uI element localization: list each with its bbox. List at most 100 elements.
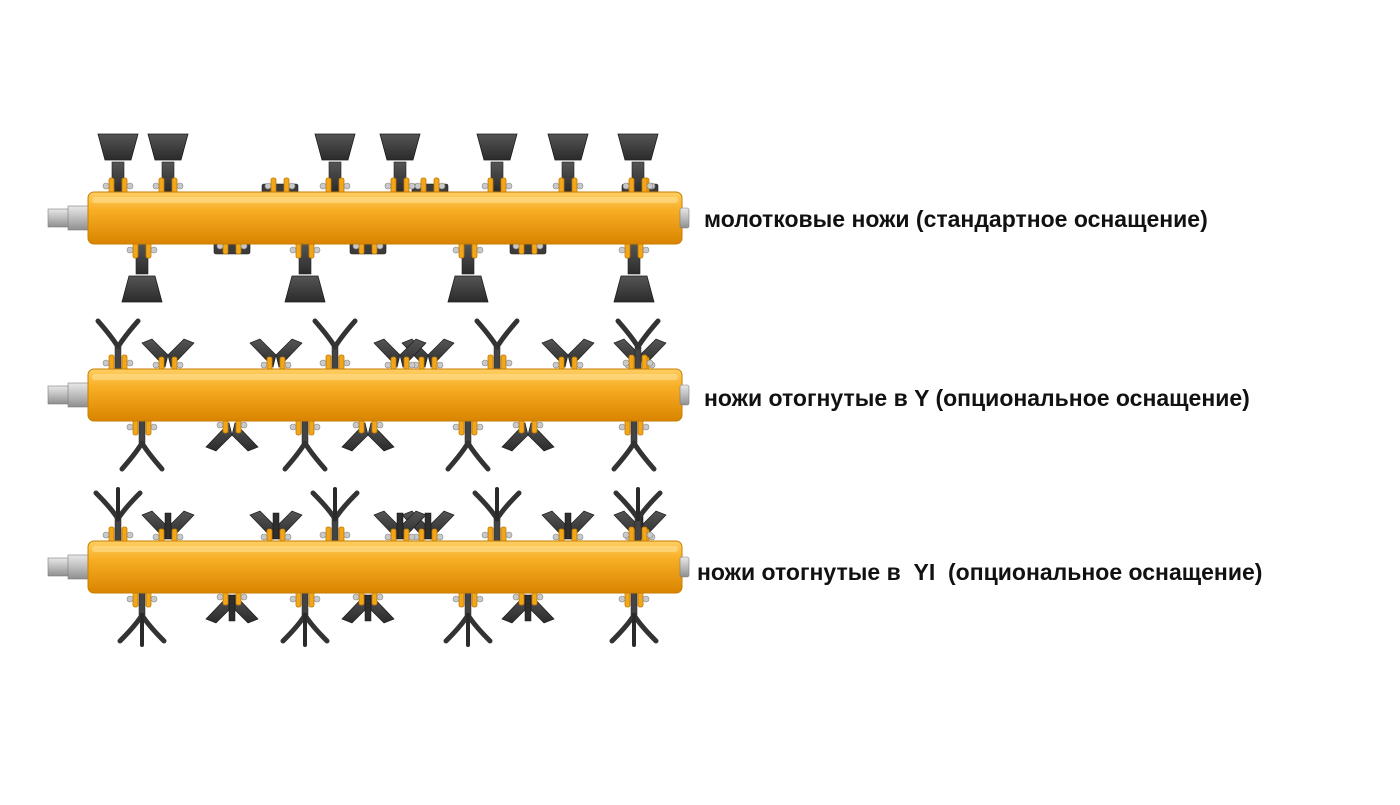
rotor-tube-highlight [92,197,678,203]
bolt-icon [646,531,654,539]
y-knife-stem [331,346,339,372]
i-fan-blade [164,512,172,540]
bolt-icon [289,246,297,254]
bolt-icon [481,182,489,190]
drive-stub-shaft [47,385,71,405]
i-fan-blade [524,594,532,622]
bolt-icon [476,595,484,603]
bolt-icon [505,359,513,367]
bolt-icon [552,533,560,541]
bolt-icon [408,182,416,190]
bolt-icon [126,423,134,431]
bolt-icon [313,246,321,254]
y-knife-blade [95,318,121,350]
rotor-yi [47,487,690,647]
bolt-icon [452,246,460,254]
y-knife-stem [114,518,122,544]
y-knife-blade [494,490,522,522]
bolt-icon [505,182,513,190]
bolt-icon [552,182,560,190]
bolt-icon [438,182,446,190]
bolt-icon [622,531,630,539]
bolt-icon [642,423,650,431]
y-knife-blade [115,490,143,522]
rotor-front-knives [95,318,661,472]
y-knife-stem [493,518,501,544]
bolt-icon [414,182,422,190]
bolt-icon [176,361,184,369]
bolt-icon [622,182,630,190]
y-knife-stem [493,346,501,372]
i-fan-blade [424,512,432,540]
bolt-icon [481,359,489,367]
hammer-knife-head [121,275,163,303]
bolt-icon [240,421,248,429]
bolt-icon [126,246,134,254]
bolt-icon [646,359,654,367]
y-knife-stem [634,346,642,372]
bolt-icon [216,593,224,601]
rotor-label-hammer-knives: молотковые ножи (стандартное оснащение) [704,206,1208,232]
bolt-icon [150,595,158,603]
bolt-icon [476,246,484,254]
y-knife-stem [114,346,122,372]
bolt-icon [481,531,489,539]
bolt-icon [376,593,384,601]
drive-stub-collar [67,382,91,408]
y-knife-blade [445,440,471,472]
hammer-knife-head [476,133,518,161]
bolt-icon [216,421,224,429]
bolt-icon [152,361,160,369]
bolt-icon [512,421,520,429]
drive-stub-shaft [47,208,71,228]
rotor-front-knives [97,133,659,303]
y-knife-blade [117,612,145,644]
bolt-icon [505,531,513,539]
bolt-icon [152,533,160,541]
bolt-icon [260,533,268,541]
i-fan-blade [564,512,572,540]
bolt-icon [102,531,110,539]
bolt-icon [384,182,392,190]
bolt-icon [240,593,248,601]
y-knife-blade [312,318,338,350]
drive-stub-collar [67,554,91,580]
hammer-knife-head [314,133,356,161]
bolt-icon [576,533,584,541]
y-knife-blade [280,612,308,644]
y-knife-blade [115,318,141,350]
y-knife-blade [302,440,328,472]
y-knife-blade [302,612,330,644]
bolt-icon [384,361,392,369]
hammer-knife-head [613,275,655,303]
end-stub [679,207,690,229]
bolt-icon [642,595,650,603]
y-knife-blade [332,490,360,522]
bolt-icon [376,421,384,429]
bolt-icon [126,359,134,367]
bolt-icon [343,531,351,539]
bolt-icon [642,246,650,254]
bolt-icon [260,361,268,369]
y-knife-blade [635,318,661,350]
rotor-hammer [47,133,690,303]
bolt-icon [618,595,626,603]
bolt-icon [284,533,292,541]
bolt-icon [319,182,327,190]
rotor-tube-highlight [92,546,678,552]
y-knife-blade [609,612,637,644]
bolt-icon [622,359,630,367]
bolt-icon [476,423,484,431]
rotor-tube-highlight [92,374,678,380]
bolt-icon [313,423,321,431]
y-knife-blade [119,440,145,472]
bolt-icon [284,361,292,369]
y-knife-blade [611,440,637,472]
hammer-knife-head [97,133,139,161]
y-knife-stem [464,590,472,616]
y-knife-blade [93,490,121,522]
bolt-icon [126,182,134,190]
y-knife-stem [301,590,309,616]
y-knife-blade [282,440,308,472]
